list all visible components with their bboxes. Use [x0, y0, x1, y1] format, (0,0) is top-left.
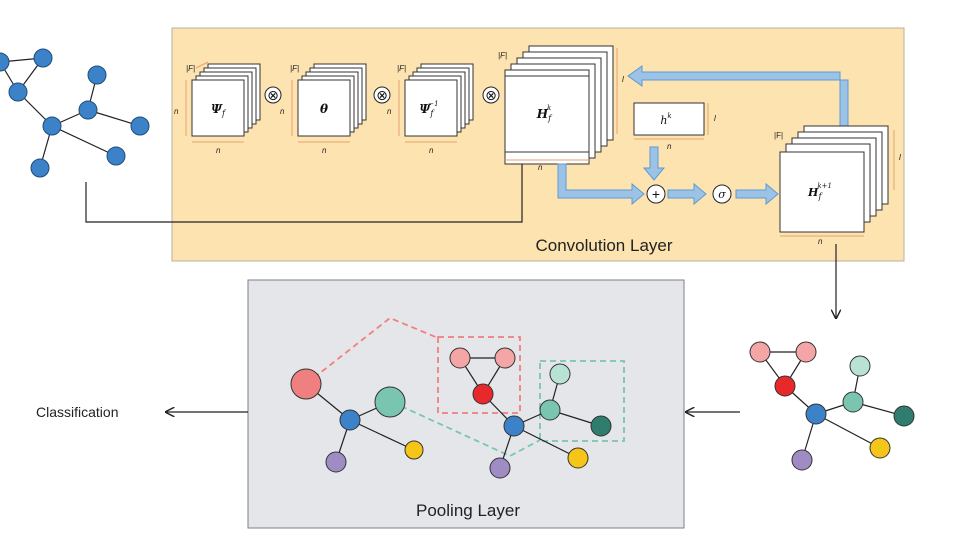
output-bottom-label: n [818, 237, 823, 246]
theta-block-label: θ [320, 102, 328, 116]
bias-block-label: hk [660, 112, 671, 127]
theta-top-label: |F| [290, 64, 299, 73]
output-block-label: Hfk+1 [807, 182, 832, 201]
graph-node [489, 457, 511, 479]
arrow-feedback-loop [627, 65, 849, 129]
graph-node [87, 65, 107, 85]
input-connector [85, 152, 522, 223]
graph-node [795, 341, 817, 363]
graph-node [774, 375, 796, 397]
pooling-layer-panel [247, 279, 685, 529]
graph-node [590, 415, 612, 437]
graph-node [325, 451, 347, 473]
blue-flow-arrows [557, 65, 849, 206]
psi-inverse-bottom-label: n [429, 146, 434, 155]
teal-pool-connector [391, 401, 541, 458]
arrow-bias-to-plus [642, 146, 666, 181]
pooled-node-teal [374, 386, 406, 418]
graph-node [893, 405, 915, 427]
graph-node [869, 437, 891, 459]
operator-otimes-1: ⊗ [264, 86, 282, 104]
svg-text:⊗: ⊗ [267, 87, 279, 103]
bias-block [633, 102, 709, 140]
graph-node [494, 347, 516, 369]
red-pool-connector [305, 316, 439, 385]
psi-side-label: n [174, 107, 179, 116]
arrow-hidden-to-plus [557, 163, 645, 206]
matrix-stack-output [779, 125, 895, 237]
pooling-layer-title: Pooling Layer [416, 501, 520, 520]
theta-bottom-label: n [322, 146, 327, 155]
sigma-activation: σ [712, 184, 732, 204]
graph-node [42, 116, 62, 136]
psi-inverse-block-label: Ψf−1 [419, 100, 438, 118]
pooled-graph-nodes [290, 368, 424, 473]
convolution-layer-title: Convolution Layer [535, 236, 672, 255]
output-top-label: |F| [774, 131, 783, 140]
operator-otimes-3: ⊗ [482, 86, 500, 104]
graph-node [549, 363, 571, 385]
bias-side-label: l [714, 114, 716, 123]
operator-otimes-2: ⊗ [373, 86, 391, 104]
graph-node [503, 415, 525, 437]
hidden-side-label: l [622, 75, 624, 84]
graph-node [749, 341, 771, 363]
graph-node [404, 440, 424, 460]
psi-inverse-side-label: n [387, 107, 392, 116]
psi-inverse-top-label: |F| [397, 64, 406, 73]
graph-node [567, 447, 589, 469]
graph-node [339, 409, 361, 431]
graph-node [849, 355, 871, 377]
bias-bottom-label: n [667, 142, 672, 151]
matrix-stack-hidden [504, 45, 618, 165]
psi-bottom-label: n [216, 146, 221, 155]
matrix-stack-psi [185, 61, 261, 143]
psi-block-label: Ψf [211, 102, 227, 118]
psi-top-label: |F| [186, 64, 195, 73]
graph-node [791, 449, 813, 471]
hidden-block-label: Hfk [536, 104, 553, 123]
feature-graph-nodes [749, 341, 915, 471]
graph-node [842, 391, 864, 413]
graph-node [0, 52, 10, 72]
graph-node [106, 146, 126, 166]
graph-node [33, 48, 53, 68]
svg-text:σ: σ [718, 188, 726, 201]
arrow-sigma-to-output [735, 182, 779, 206]
fine-graph-nodes [449, 347, 612, 479]
hidden-top-label: |F| [498, 51, 507, 60]
pooled-node-red [290, 368, 322, 400]
red-cluster-box [437, 336, 521, 414]
classification-label: Classification [36, 404, 118, 420]
graph-node [130, 116, 150, 136]
graph-node [449, 347, 471, 369]
arrow-plus-to-sigma [667, 182, 707, 206]
svg-text:+: + [652, 186, 660, 202]
plus-operator: + [646, 184, 666, 204]
theta-side-label: n [280, 107, 285, 116]
graph-node [30, 158, 50, 178]
matrix-stack-psi-inverse [398, 63, 474, 143]
graph-node [805, 403, 827, 425]
teal-cluster-box [539, 360, 625, 442]
graph-node [8, 82, 28, 102]
output-side-label: l [899, 153, 901, 162]
graph-node [472, 383, 494, 405]
svg-text:⊗: ⊗ [376, 87, 388, 103]
hidden-bottom-label: n [538, 163, 543, 172]
matrix-stack-theta [291, 63, 367, 143]
input-graph-nodes [0, 48, 150, 178]
svg-text:⊗: ⊗ [485, 87, 497, 103]
graph-node [78, 100, 98, 120]
graph-node [539, 399, 561, 421]
